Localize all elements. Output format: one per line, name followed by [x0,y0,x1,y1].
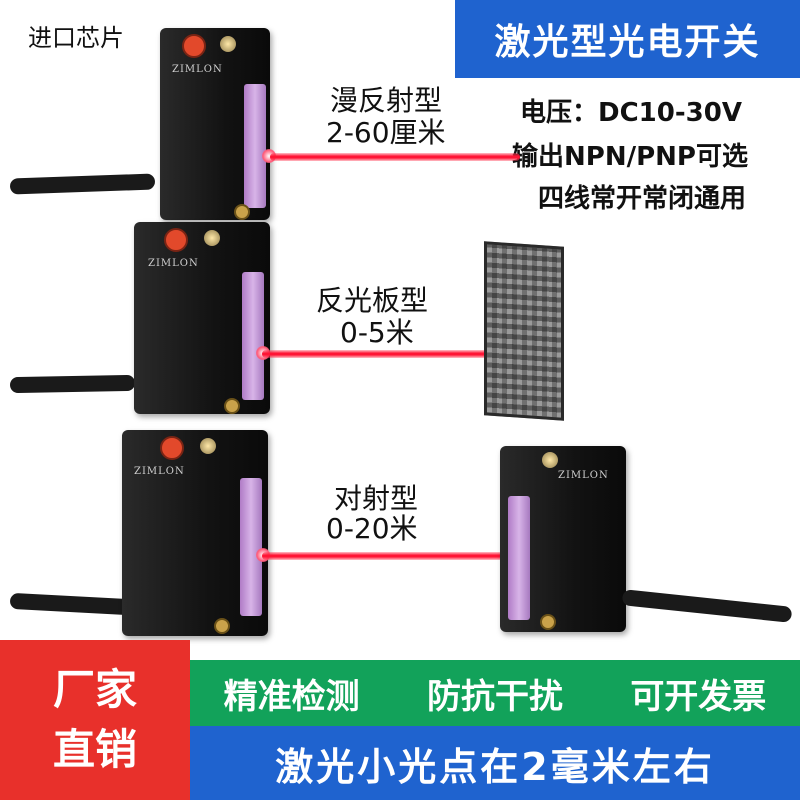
badge-line-1: 厂家 [52,665,137,714]
indicator-led-icon [542,452,558,468]
adjust-knob-icon [182,34,206,58]
feature-invoice: 可开发票 [630,676,767,717]
sensor-reflector-name: 反光板型 [316,284,429,317]
indicator-led-icon [220,36,236,52]
page-title: 激光型光电开关 [455,0,800,78]
indicator-led-icon [200,438,216,454]
cable-1 [9,173,156,195]
brand-logo-icon: ZIMLON [148,258,199,269]
lens-window-icon [242,272,264,400]
adjust-knob-icon [164,228,188,252]
brand-logo-icon: ZIMLON [558,470,609,481]
brand-logo-icon: ZIMLON [134,466,185,477]
cable-4 [621,589,793,623]
spec-voltage: 电压：DC10-30V [520,98,742,128]
sensor-throughbeam-name: 对射型 [334,482,419,515]
imported-chip-label: 进口芯片 [28,24,124,52]
sensor-reflector-range: 0-5米 [340,316,414,349]
sensor-diffuse-range: 2-60厘米 [326,116,446,149]
spec-output: 输出NPN/PNP可选 [512,142,748,172]
badge-line-2: 直销 [52,725,137,774]
lens-window-icon [240,478,262,616]
cable-2 [9,374,136,394]
screw-icon [224,398,240,414]
sensor-emitter-body: ZIMLON [122,430,268,636]
factory-direct-badge: 厂家 直销 [0,640,190,800]
tagline-bar: 激光小光点在2毫米左右 [190,726,800,800]
laser-beam-3 [262,552,518,560]
lens-window-icon [244,84,266,208]
cable-3 [9,592,131,616]
brand-logo-icon: ZIMLON [172,64,223,75]
spec-wiring: 四线常开常闭通用 [538,184,747,214]
adjust-knob-icon [160,436,184,460]
sensor-receiver-body: ZIMLON [500,446,626,632]
laser-beam-2 [262,350,524,358]
laser-beam-1 [270,153,520,161]
page-title-text: 激光型光电开关 [494,22,761,63]
screw-icon [214,618,230,634]
sensor-diffuse-name: 漫反射型 [330,84,443,117]
feature-anti-interference: 防抗干扰 [426,676,563,717]
tagline-text: 激光小光点在2毫米左右 [275,744,715,789]
sensor-throughbeam-range: 0-20米 [326,512,418,545]
screw-icon [540,614,556,630]
reflector-plate-icon [484,241,564,421]
sensor-reflector-body: ZIMLON [134,222,270,414]
indicator-led-icon [204,230,220,246]
feature-bar: 精准检测 防抗干扰 可开发票 [190,660,800,726]
sensor-diffuse-body: ZIMLON [160,28,270,220]
screw-icon [234,204,250,220]
feature-precise-detection: 精准检测 [223,676,360,717]
lens-window-icon [508,496,530,620]
